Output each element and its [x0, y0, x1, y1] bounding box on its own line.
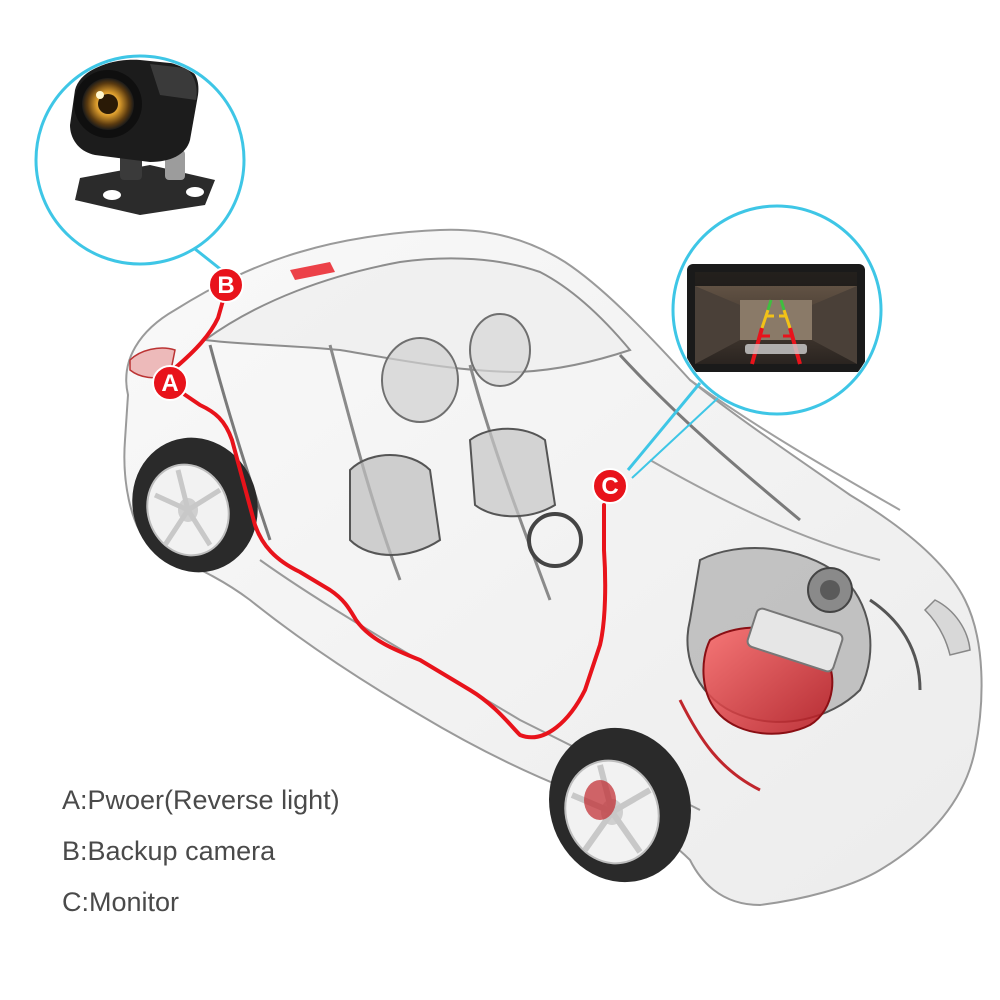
- power-wire: [173, 386, 608, 740]
- backup-camera-callout: [34, 54, 246, 266]
- hood-line: [649, 459, 881, 561]
- legend-item-power: A:Pwoer(Reverse light): [62, 785, 340, 815]
- monitor-callout-leader-2: [631, 397, 719, 479]
- marker-a-label: A: [161, 370, 178, 397]
- marker-a: A: [152, 365, 188, 401]
- camera-wire: [173, 288, 228, 370]
- monitor-callout-leader: [626, 382, 702, 471]
- car-illustration: [123, 228, 983, 907]
- engine: [678, 547, 922, 792]
- marker-c: C: [592, 468, 628, 504]
- monitor-image: [687, 264, 865, 372]
- headlight: [923, 599, 971, 656]
- backup-camera-image: [70, 59, 215, 215]
- marker-b: B: [208, 267, 244, 303]
- front-wheel: [549, 727, 691, 883]
- legend-item-backup-camera: B:Backup camera: [62, 836, 276, 866]
- legend: A:Pwoer(Reverse light) B:Backup camera C…: [62, 780, 340, 933]
- marker-c-label: C: [601, 473, 618, 500]
- marker-b-label: B: [217, 272, 234, 299]
- a-pillar: [618, 353, 801, 522]
- legend-item-monitor: C:Monitor: [62, 887, 180, 917]
- rear-wheel: [132, 437, 258, 573]
- seats: [349, 313, 583, 568]
- brake-light: [290, 262, 335, 280]
- steering-wheel: [527, 512, 583, 568]
- monitor-callout: [671, 204, 883, 416]
- rear-pillar: [208, 344, 272, 541]
